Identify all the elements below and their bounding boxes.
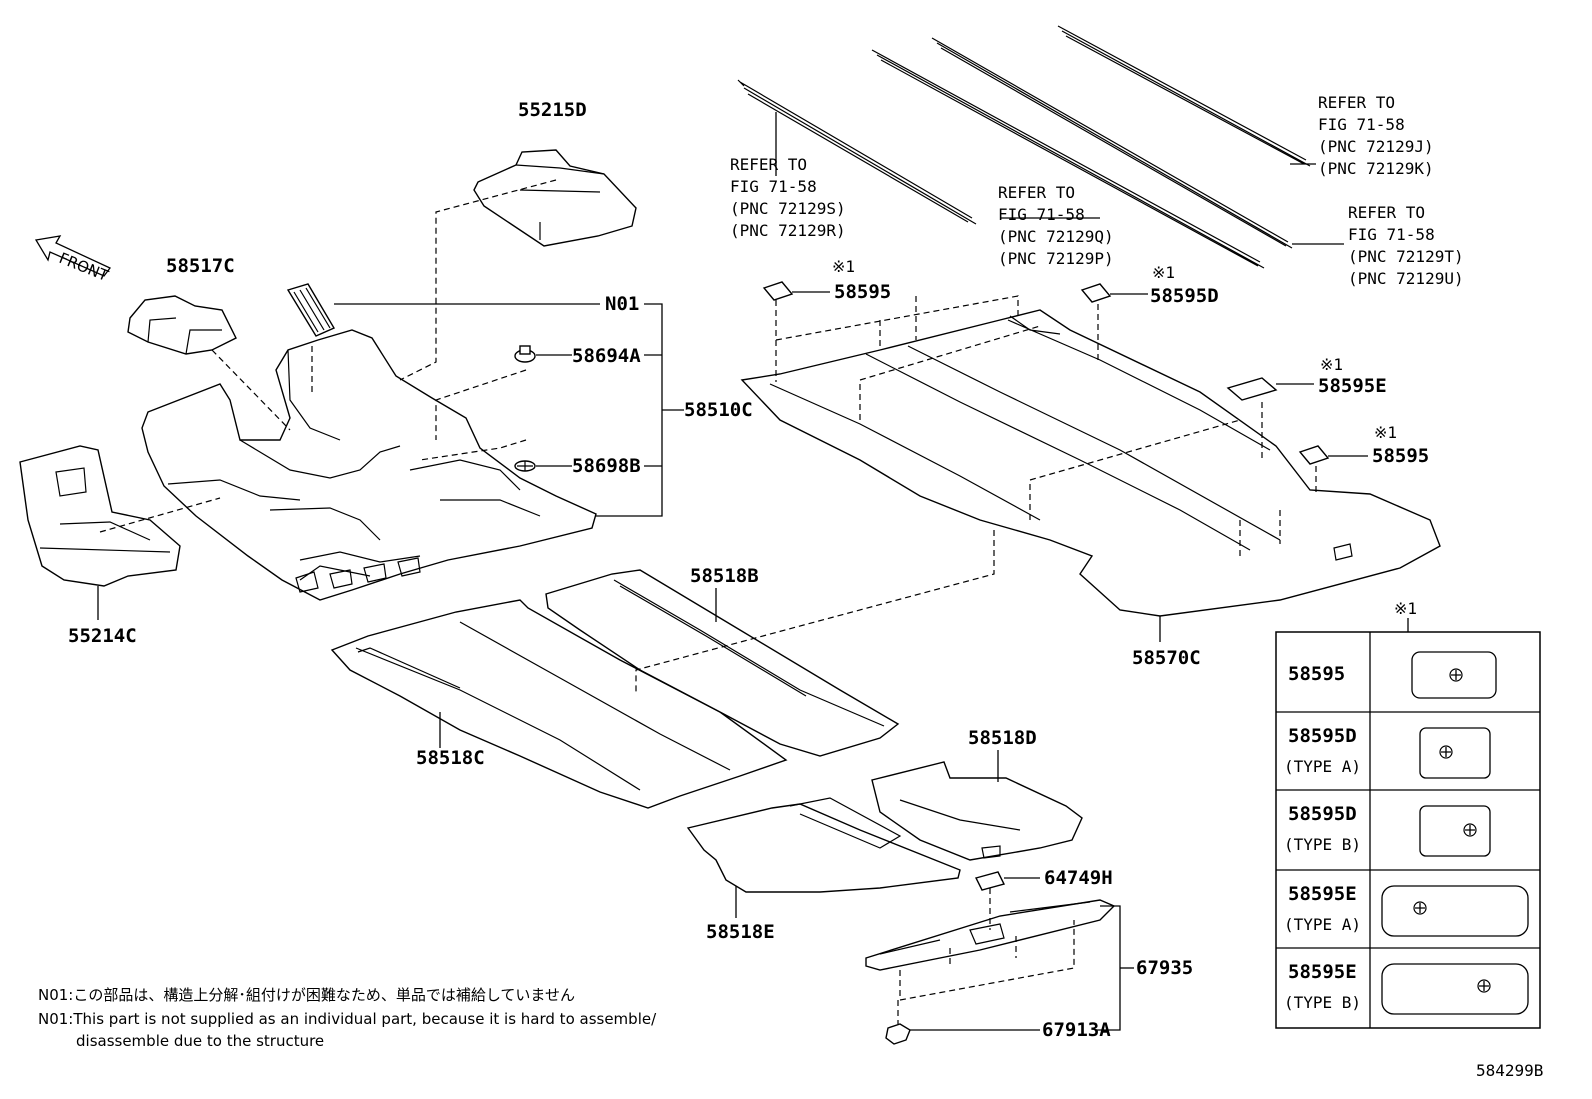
- legend-row4-type: (TYPE A): [1284, 915, 1361, 934]
- label-58595-a: 58595: [834, 281, 891, 303]
- refer-left-line4: (PNC 72129R): [730, 221, 846, 240]
- note-jp: N01:この部品は、構造上分解･組付けが困難なため、単品では補給していません: [38, 986, 575, 1004]
- note-en-line2: disassemble due to the structure: [76, 1032, 324, 1050]
- refer-left-line1: REFER TO: [730, 155, 807, 174]
- part-N01-pad: [286, 283, 336, 337]
- part-55215D: [473, 149, 637, 247]
- label-67935: 67935: [1136, 957, 1193, 979]
- label-58510C: 58510C: [684, 399, 753, 421]
- refer-left-line2: FIG 71-58: [730, 177, 817, 196]
- refer-right: REFER TO FIG 71-58 (PNC 72129T) (PNC 721…: [1348, 203, 1464, 288]
- refer-right-line3: (PNC 72129T): [1348, 247, 1464, 266]
- part-58518B: [545, 569, 900, 757]
- refer-middle-line2: FIG 71-58: [998, 205, 1085, 224]
- clip-58595-icon: [762, 281, 794, 301]
- clip-58595D-icon: [1080, 283, 1112, 303]
- label-58518B: 58518B: [690, 565, 759, 587]
- label-58518E: 58518E: [706, 921, 775, 943]
- mark-1-a: ※1: [832, 257, 855, 276]
- clip-67913A-icon: [885, 1023, 911, 1045]
- label-58595E: 58595E: [1318, 375, 1387, 397]
- label-58595-b: 58595: [1372, 445, 1429, 467]
- legend-row2-type: (TYPE A): [1284, 757, 1361, 776]
- refer-right-line4: (PNC 72129U): [1348, 269, 1464, 288]
- label-55214C: 55214C: [68, 625, 137, 647]
- legend-row2-part: 58595D: [1288, 725, 1357, 747]
- part-55214C: [19, 445, 181, 587]
- mark-1-b: ※1: [1152, 263, 1175, 282]
- part-58518D: [871, 761, 1083, 861]
- label-N01: N01: [605, 293, 639, 315]
- refer-left-line3: (PNC 72129S): [730, 199, 846, 218]
- fastener-58694A-icon: [514, 345, 536, 363]
- legend-shape-58595D-typeA-icon: [1419, 727, 1491, 779]
- mark-1-c: ※1: [1320, 355, 1343, 374]
- legend-shape-58595-icon: [1411, 651, 1497, 699]
- label-58694A: 58694A: [572, 345, 641, 367]
- molding-rails: [737, 25, 1311, 269]
- front-label: FRONT: [57, 249, 112, 285]
- part-58518E: [686, 797, 961, 893]
- label-64749H: 64749H: [1044, 867, 1113, 889]
- note-en-line1: N01:This part is not supplied as an indi…: [38, 1010, 657, 1028]
- legend-shape-58595E-typeB-icon: [1381, 963, 1529, 1015]
- refer-middle-line3: (PNC 72129Q): [998, 227, 1114, 246]
- part-58510C: [141, 329, 597, 601]
- legend-row5-part: 58595E: [1288, 961, 1357, 983]
- refer-middle-line1: REFER TO: [998, 183, 1075, 202]
- refer-top-right-line2: FIG 71-58: [1318, 115, 1405, 134]
- clip-58595-rear-icon: [1298, 445, 1330, 465]
- refer-middle-line4: (PNC 72129P): [998, 249, 1114, 268]
- assembly-dashed-lines: [99, 179, 1317, 1024]
- legend-row3-type: (TYPE B): [1284, 835, 1361, 854]
- legend-table: ※1 58595 58595D (TYPE A) 58595D (TYPE B)…: [1275, 599, 1541, 1029]
- front-arrow-icon: [34, 235, 112, 277]
- legend-row4-part: 58595E: [1288, 883, 1357, 905]
- mark-1-d: ※1: [1374, 423, 1397, 442]
- refer-right-line2: FIG 71-58: [1348, 225, 1435, 244]
- label-58517C: 58517C: [166, 255, 235, 277]
- legend-shape-58595E-typeA-icon: [1381, 885, 1529, 937]
- legend-mark: ※1: [1394, 599, 1417, 618]
- fastener-58698B-icon: [514, 460, 536, 472]
- refer-right-line1: REFER TO: [1348, 203, 1425, 222]
- part-67935-scuff-plate: [865, 899, 1116, 971]
- label-58570C: 58570C: [1132, 647, 1201, 669]
- clip-58595E-icon: [1226, 377, 1278, 401]
- refer-top-right-line4: (PNC 72129K): [1318, 159, 1434, 178]
- label-58595D: 58595D: [1150, 285, 1219, 307]
- refer-middle: REFER TO FIG 71-58 (PNC 72129Q) (PNC 721…: [998, 183, 1114, 268]
- leader-lines: [97, 112, 1368, 1031]
- legend-row3-part: 58595D: [1288, 803, 1357, 825]
- part-64749H: [974, 871, 1006, 891]
- drawing-number: 584299B: [1476, 1061, 1543, 1080]
- legend-shape-58595D-typeB-icon: [1419, 805, 1491, 857]
- legend-row5-type: (TYPE B): [1284, 993, 1361, 1012]
- label-58518D: 58518D: [968, 727, 1037, 749]
- refer-left: REFER TO FIG 71-58 (PNC 72129S) (PNC 721…: [730, 155, 846, 240]
- refer-top-right: REFER TO FIG 71-58 (PNC 72129J) (PNC 721…: [1318, 93, 1434, 178]
- label-55215D: 55215D: [518, 99, 587, 121]
- label-67913A: 67913A: [1042, 1019, 1111, 1041]
- part-58517C: [127, 295, 237, 355]
- label-58518C: 58518C: [416, 747, 485, 769]
- legend-row1-part: 58595: [1288, 663, 1345, 685]
- label-58698B: 58698B: [572, 455, 641, 477]
- refer-top-right-line3: (PNC 72129J): [1318, 137, 1434, 156]
- refer-top-right-line1: REFER TO: [1318, 93, 1395, 112]
